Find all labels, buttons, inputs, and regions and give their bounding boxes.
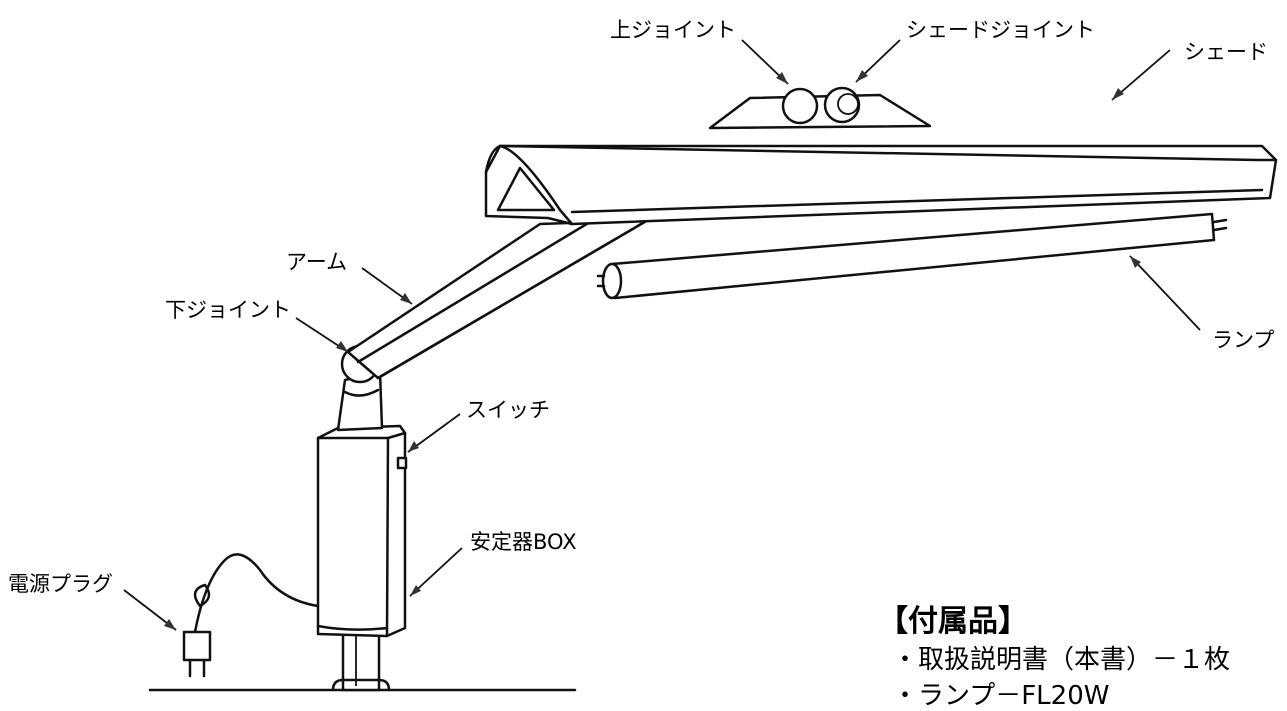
- label-lower-joint: 下ジョイント: [165, 298, 291, 322]
- shade: [484, 144, 1278, 226]
- label-shade-joint: シェードジョイント: [906, 18, 1095, 42]
- shade-joints: [708, 86, 932, 130]
- accessories-section: 【付属品】 ・取扱説明書（本書）－１枚 ・ランプ－FL20W: [878, 604, 1231, 711]
- accessories-title: 【付属品】: [878, 604, 1028, 639]
- ballast-box: [316, 424, 407, 638]
- switch-knob: [396, 456, 408, 470]
- lamp-tube: [596, 212, 1228, 300]
- pole: [331, 630, 391, 692]
- label-shade: シェード: [1184, 40, 1268, 64]
- leader-arrows: [123, 39, 1201, 631]
- label-upper-joint: 上ジョイント: [610, 18, 736, 42]
- power-cord: [182, 553, 320, 678]
- label-arm: アーム: [286, 250, 348, 274]
- label-switch: スイッチ: [466, 398, 550, 422]
- label-ballast-box: 安定器BOX: [470, 530, 577, 554]
- label-lamp: ランプ: [1212, 328, 1275, 352]
- arm: [346, 218, 650, 380]
- accessory-item: ・ランプ－FL20W: [892, 681, 1110, 711]
- label-power-plug: 電源プラグ: [8, 572, 113, 596]
- accessory-item: ・取扱説明書（本書）－１枚: [892, 645, 1231, 675]
